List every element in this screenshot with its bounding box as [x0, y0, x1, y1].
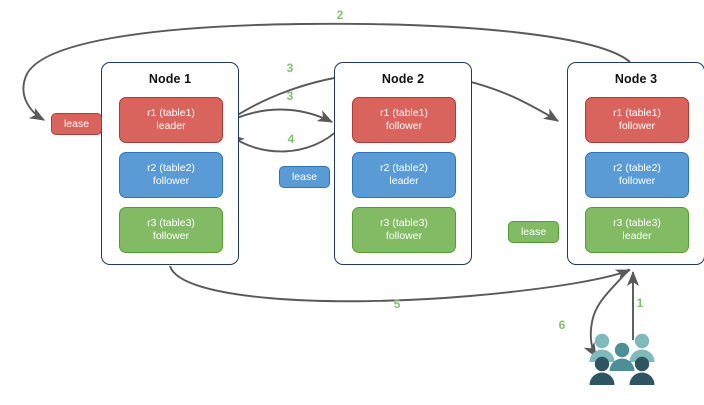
replica-name: r2 (table2)	[380, 162, 428, 174]
lease-badge-r1[interactable]: lease	[51, 113, 102, 135]
replica-role: follower	[152, 175, 190, 187]
node-container-node3: Node 3 r1 (table1) follower r2 (table2) …	[567, 62, 704, 265]
node-container-node2: Node 2 r1 (table1) follower r2 (table2) …	[334, 62, 472, 265]
replica-name: r2 (table2)	[147, 162, 195, 174]
replica-n2r3[interactable]: r3 (table3) follower	[352, 207, 456, 253]
step-label-6: 6	[558, 318, 566, 332]
replica-n2r1[interactable]: r1 (table1) follower	[352, 97, 456, 143]
replica-role: leader	[622, 230, 652, 242]
replica-name: r3 (table3)	[147, 217, 195, 229]
replica-role: follower	[618, 175, 656, 187]
lease-badge-r2[interactable]: lease	[279, 166, 330, 188]
replica-n1r2[interactable]: r2 (table2) follower	[119, 152, 223, 198]
replica-n3r3[interactable]: r3 (table3) leader	[585, 207, 689, 253]
step-label-5: 5	[393, 297, 401, 311]
replica-name: r2 (table2)	[613, 162, 661, 174]
step-label-4: 4	[287, 132, 295, 146]
replica-role: follower	[385, 120, 423, 132]
lease-badge-r3[interactable]: lease	[508, 221, 559, 243]
replica-n1r3[interactable]: r3 (table3) follower	[119, 207, 223, 253]
node-title-node3: Node 3	[614, 72, 658, 86]
step-label-3a: 3	[286, 61, 294, 75]
replica-role: follower	[618, 120, 656, 132]
step-label-3b: 3	[286, 89, 294, 103]
replica-n3r2[interactable]: r2 (table2) follower	[585, 152, 689, 198]
replica-role: leader	[156, 120, 186, 132]
node-title-node1: Node 1	[148, 72, 192, 86]
replica-name: r1 (table1)	[613, 107, 661, 119]
replica-n3r1[interactable]: r1 (table1) follower	[585, 97, 689, 143]
step-label-2: 2	[336, 8, 344, 22]
edge-step-3-to-node2	[223, 108, 334, 125]
replica-name: r1 (table1)	[380, 107, 428, 119]
replica-role: follower	[385, 230, 423, 242]
replica-role: leader	[389, 175, 419, 187]
replica-n2r2[interactable]: r2 (table2) leader	[352, 152, 456, 198]
node-container-node1: Node 1 r1 (table1) leader r2 (table2) fo…	[101, 62, 239, 265]
replica-name: r3 (table3)	[380, 217, 428, 229]
replica-role: follower	[152, 230, 190, 242]
replica-n1r1[interactable]: r1 (table1) leader	[119, 97, 223, 143]
replica-name: r1 (table1)	[147, 107, 195, 119]
users-icon	[589, 333, 655, 385]
node-title-node2: Node 2	[381, 72, 425, 86]
replica-name: r3 (table3)	[613, 217, 661, 229]
step-label-1: 1	[636, 296, 644, 310]
edge-step-5	[169, 265, 632, 303]
